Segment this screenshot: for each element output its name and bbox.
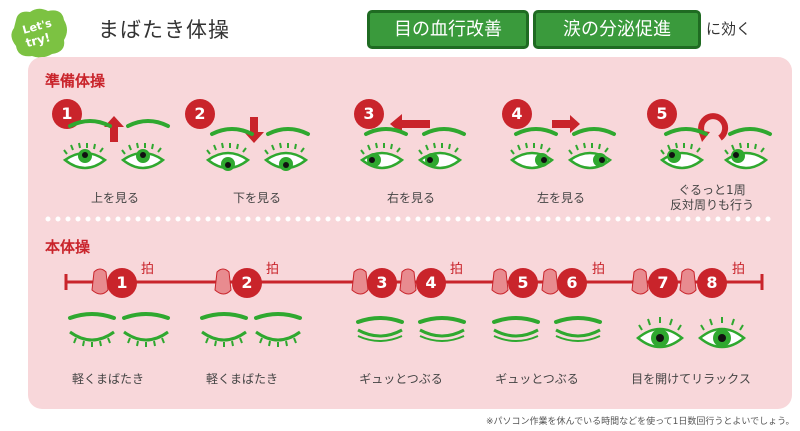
prep-step-1-label: 上を見る xyxy=(90,191,139,205)
lets-try-badge: Let's try! xyxy=(11,8,67,58)
footnote: ※パソコン作業を休んでいる時間などを使って1日数回行うとよいでしょう。 xyxy=(486,417,795,427)
main-exercise-eyes-illustration xyxy=(68,312,746,349)
main-step-7-number: 7 xyxy=(648,268,678,298)
prep-step-2-label: 下を見る xyxy=(232,191,281,205)
effect-suffix-text: に効く xyxy=(706,20,752,38)
benefit-tear-secretion-badge: 涙の分泌促進 xyxy=(533,10,701,49)
prep-step-4-number: 4 xyxy=(502,99,532,129)
main-label-relax: 目を開けてリラックス xyxy=(631,372,751,386)
main-step-3-number: 3 xyxy=(367,268,397,298)
dotted-divider xyxy=(45,216,775,222)
svg-text:try!: try! xyxy=(24,30,52,50)
main-step-6-number: 6 xyxy=(557,268,587,298)
main-step-4-number: 4 xyxy=(416,268,446,298)
beat-label-2: 拍 xyxy=(266,262,280,277)
prep-step-5-number: 5 xyxy=(647,99,677,129)
benefit-blood-circulation-badge: 目の血行改善 xyxy=(367,10,529,49)
main-step-1-number: 1 xyxy=(107,268,137,298)
main-label-squeeze-2: ギュッとつぶる xyxy=(495,372,579,386)
prep-step-3-label: 右を見る xyxy=(386,191,435,205)
up-arrow-icon xyxy=(104,116,124,142)
prep-step-5-label-line2: 反対周りも行う xyxy=(669,198,754,212)
prep-step-2-number: 2 xyxy=(185,99,215,129)
main-label-blink-2: 軽くまばたき xyxy=(205,372,278,386)
main-label-squeeze-1: ギュッとつぶる xyxy=(359,372,443,386)
prep-step-3-number: 3 xyxy=(354,99,384,129)
prep-step-4-label: 左を見る xyxy=(536,191,585,205)
main-exercise-heading: 本体操 xyxy=(45,238,91,256)
prep-step-5-label-line1: ぐるっと1周 xyxy=(678,183,746,197)
rhythm-timeline xyxy=(64,268,764,295)
down-arrow-icon xyxy=(244,117,264,143)
main-step-8-number: 8 xyxy=(697,268,727,298)
beat-label-5: 拍 xyxy=(732,262,746,277)
beat-label-3: 拍 xyxy=(450,262,464,277)
main-step-5-number: 5 xyxy=(508,268,538,298)
preparation-eyes-illustration xyxy=(62,119,772,171)
left-arrow-icon xyxy=(390,114,430,134)
beat-label-1: 拍 xyxy=(141,262,155,277)
main-label-blink-1: 軽くまばたき xyxy=(71,372,144,386)
beat-label-4: 拍 xyxy=(592,262,606,277)
preparation-heading: 準備体操 xyxy=(45,72,106,90)
main-step-2-number: 2 xyxy=(232,268,262,298)
page-title: まばたき体操 xyxy=(98,18,230,42)
right-arrow-icon xyxy=(552,115,580,133)
